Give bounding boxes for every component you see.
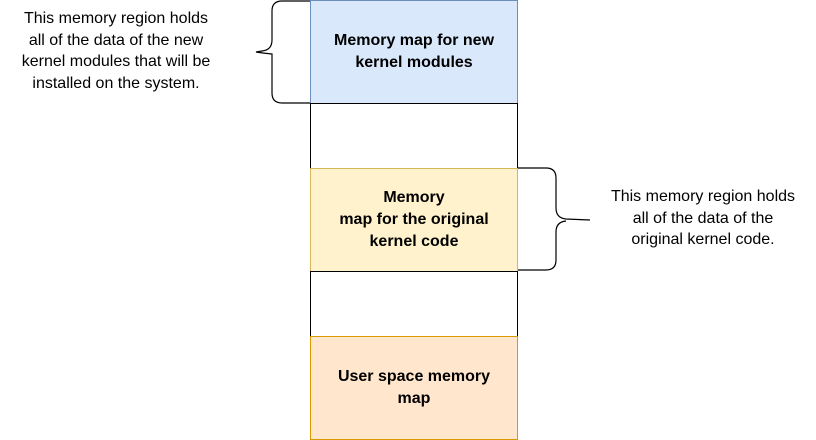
user-space-memory-block: User space memory map (310, 336, 518, 440)
original-kernel-memory-block: Memory map for the original kernel code (310, 168, 518, 272)
original-kernel-memory-label: Memory map for the original kernel code (339, 189, 489, 250)
user-space-memory-label: User space memory map (337, 368, 491, 407)
unlabeled-memory-block-1 (310, 103, 518, 169)
kernel-modules-memory-block: Memory map for new kernel modules (310, 0, 518, 104)
left-curly-brace (255, 0, 310, 104)
unlabeled-memory-block-2 (310, 271, 518, 337)
kernel-modules-description: This memory region holds all of the data… (21, 10, 211, 92)
original-kernel-description: This memory region holds all of the data… (610, 188, 796, 248)
kernel-modules-memory-label: Memory map for new kernel modules (333, 32, 495, 71)
right-curly-brace (518, 167, 591, 271)
